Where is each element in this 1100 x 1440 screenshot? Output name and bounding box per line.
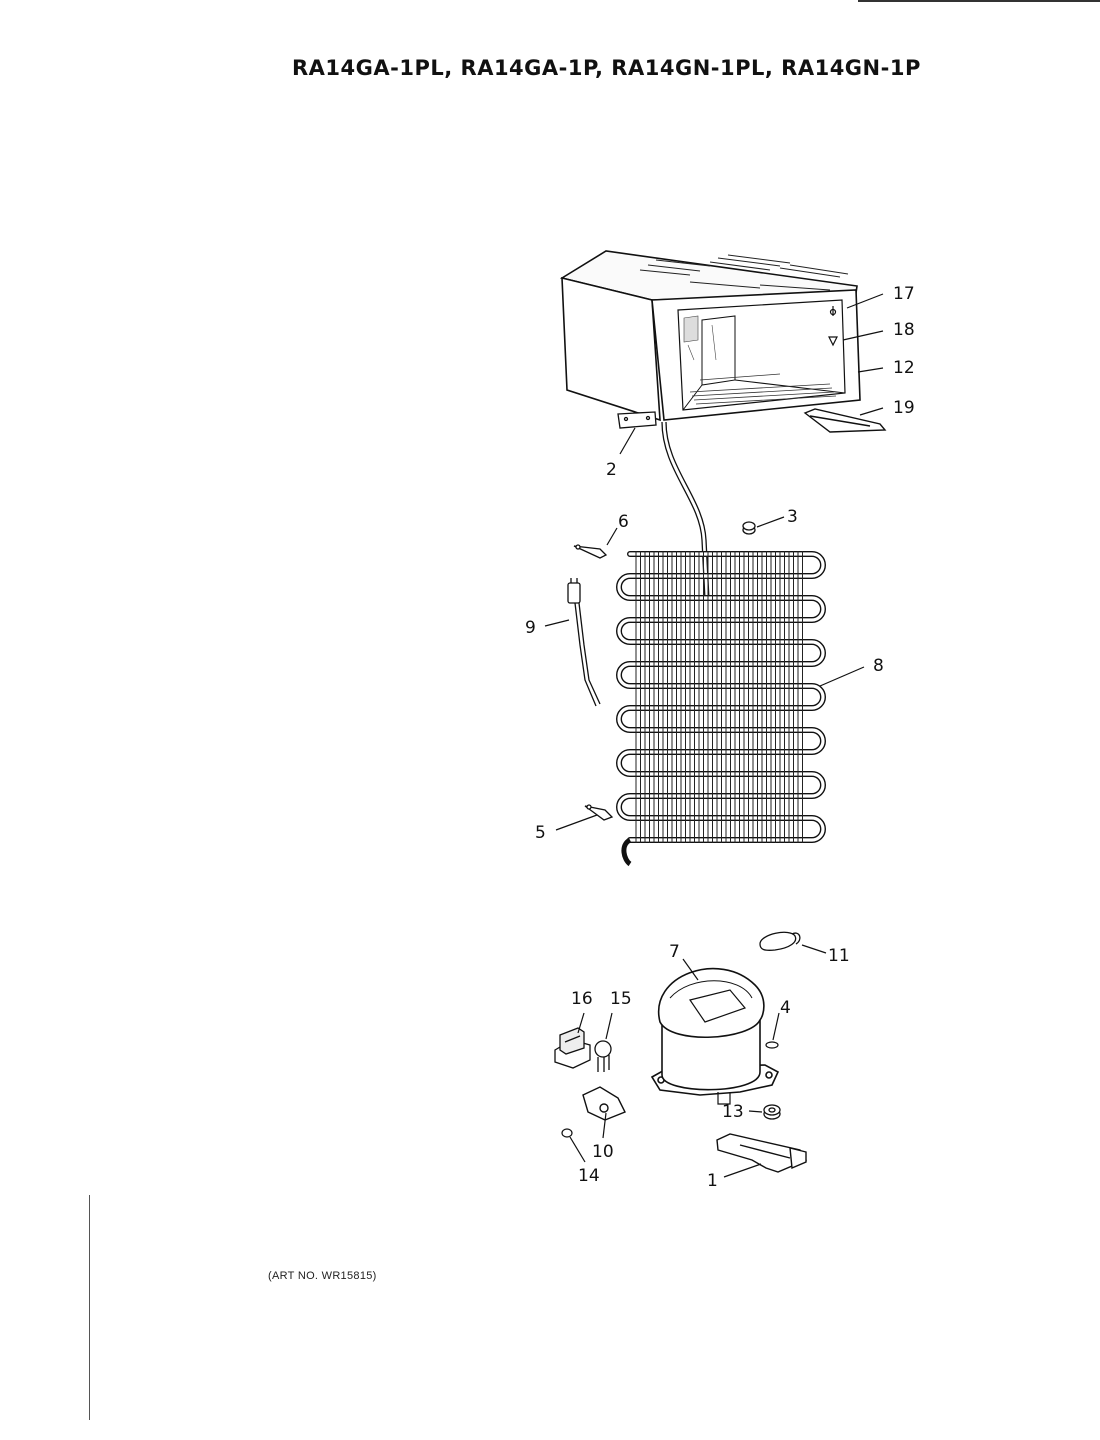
callout-5: 5 <box>535 823 546 843</box>
condenser-coil-part-8 <box>616 551 826 867</box>
callout-16: 16 <box>571 989 593 1009</box>
capacitor-part-15 <box>594 1040 612 1072</box>
callout-7: 7 <box>669 942 680 962</box>
grommet-part-3 <box>742 521 756 535</box>
cabinet-side-mesh <box>683 315 717 361</box>
condenser-wire-grid <box>635 551 803 843</box>
washer-part-4 <box>765 1041 779 1049</box>
condenser-tube-inner <box>617 552 825 842</box>
grommet-part-13 <box>763 1104 781 1120</box>
callout-1: 1 <box>707 1171 718 1191</box>
screw-part-18 <box>828 336 838 347</box>
callout-3: 3 <box>787 507 798 527</box>
overload-part-11 <box>759 931 801 951</box>
bracket-part-2 <box>617 411 657 429</box>
rail-part-19 <box>803 408 887 433</box>
power-cord-part-9 <box>567 578 601 707</box>
callout-15: 15 <box>610 989 632 1009</box>
screw-part-17 <box>829 306 837 316</box>
callout-19: 19 <box>893 398 915 418</box>
callout-14: 14 <box>578 1166 600 1186</box>
callout-4: 4 <box>780 998 791 1018</box>
clip-part-6 <box>573 544 608 559</box>
clip-part-5 <box>584 804 614 821</box>
callout-6: 6 <box>618 512 629 532</box>
refrigerant-tube <box>661 421 710 601</box>
callout-10: 10 <box>592 1142 614 1162</box>
callout-8: 8 <box>873 656 884 676</box>
terminal-cover-part-10 <box>582 1086 626 1121</box>
callout-9: 9 <box>525 618 536 638</box>
model-numbers-title: RA14GA-1PL, RA14GA-1P, RA14GN-1PL, RA14G… <box>292 56 921 80</box>
callout-12: 12 <box>893 358 915 378</box>
cabinet-vents <box>639 254 849 291</box>
top-border-line <box>858 0 1100 2</box>
nut-part-14 <box>561 1128 573 1138</box>
compressor-part-7 <box>650 967 780 1105</box>
left-edge-line <box>89 1195 90 1420</box>
callout-labels: 17 18 12 19 2 3 6 9 8 5 7 11 16 15 4 13 … <box>525 284 915 1191</box>
callout-2: 2 <box>606 460 617 480</box>
callout-leader-lines <box>544 293 884 1178</box>
mounting-bracket-part-1 <box>716 1133 808 1173</box>
callout-13: 13 <box>722 1102 744 1122</box>
cabinet-case <box>559 250 861 422</box>
art-number: (ART NO. WR15815) <box>268 1270 377 1282</box>
cabinet-bottom-grill <box>689 373 837 405</box>
callout-17: 17 <box>893 284 915 304</box>
condenser-inlet-tail <box>621 837 632 867</box>
callout-11: 11 <box>828 946 850 966</box>
relay-part-16 <box>554 1027 591 1069</box>
callout-18: 18 <box>893 320 915 340</box>
